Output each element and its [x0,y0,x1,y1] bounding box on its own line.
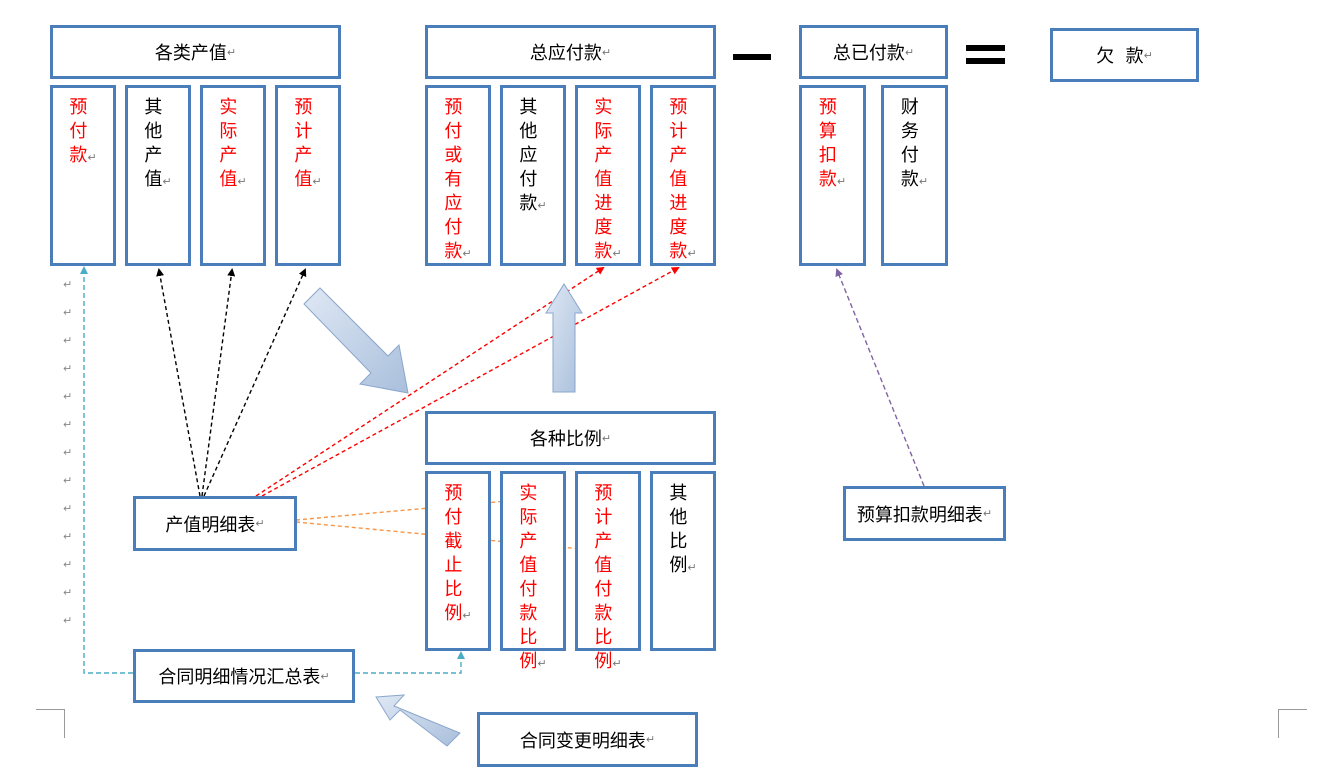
ratio-column-estimated-payment: 预计产值付款比例↵ [575,471,641,672]
payable-column-actual-progress: 实际产值进度款↵ [575,85,641,266]
debt-box: 欠 款↵ [1050,28,1199,82]
paragraph-mark: ↵ [63,558,73,571]
ratio-column-actual-payment: 实际产值付款比例↵ [500,471,566,672]
output-column-estimated: 预计产值↵ [275,85,341,266]
output-values-header: 各类产值↵ [50,25,341,79]
paragraph-mark: ↵ [63,614,73,627]
output-values-header-label: 各类产值 [154,43,227,64]
output-detail-label: 产值明细表 [165,514,256,536]
paragraph-mark: ↵ [63,390,73,403]
output-column-actual: 实际产值↵ [200,85,266,266]
arrow-output-detail-to-estimated-progress [261,267,680,497]
ratios-header-label: 各种比例 [529,429,602,450]
minus-operator [733,54,771,60]
ratio-column-estimated-payment-label: 预计产值付款比例 [594,483,613,672]
page-corner-mark-left [36,709,65,738]
output-column-other-label: 其他产值 [144,97,163,190]
total-paid-header: 总已付款↵ [799,25,948,79]
paragraph-mark: ↵ [63,334,73,347]
paragraph-mark: ↵ [63,306,73,319]
ratios-header: 各种比例↵ [425,411,716,465]
output-column-actual-label: 实际产值 [219,97,238,190]
ratio-column-other-label: 其他比例 [669,483,688,576]
output-column-other: 其他产值↵ [125,85,191,266]
arrow-contract-summary-to-prepay-ratio [355,651,465,674]
contract-change-detail-box: 合同变更明细表↵ [477,712,698,767]
paragraph-mark: ↵ [63,502,73,515]
paragraph-mark: ↵ [63,474,73,487]
output-column-prepayment: 预付款↵ [50,85,116,266]
budget-deduction-detail-box: 预算扣款明细表↵ [843,486,1006,541]
paragraph-mark: ↵ [63,418,73,431]
paragraph-mark: ↵ [63,530,73,543]
paid-column-finance-payment: 财务付款↵ [881,85,948,266]
block-arrow-output-to-payable [303,287,409,394]
payable-column-prepay-contingent: 预付或有应付款↵ [425,85,491,266]
contract-summary-label: 合同明细情况汇总表 [158,667,321,688]
contract-change-detail-label: 合同变更明细表 [519,730,646,752]
debt-label: 欠 款 [1096,46,1144,67]
payable-column-estimated-progress: 预计产值进度款↵ [650,85,716,266]
output-column-prepayment-label: 预付款 [69,97,88,166]
payable-column-other-label: 其他应付款 [519,97,538,214]
page-corner-mark-right [1278,709,1307,738]
budget-deduction-detail-label: 预算扣款明细表 [856,504,983,526]
equals-operator-top [966,45,1005,51]
total-paid-header-label: 总已付款 [832,43,905,64]
payable-column-actual-progress-label: 实际产值进度款 [594,97,613,262]
paid-column-finance-payment-label: 财务付款 [900,97,919,190]
total-payable-header: 总应付款↵ [425,25,716,79]
arrow-output-detail-to-other-output [156,268,201,497]
payable-column-prepay-contingent-label: 预付或有应付款 [444,97,463,262]
paid-column-budget-deduction: 预算扣款↵ [799,85,866,266]
paragraph-mark: ↵ [63,362,73,375]
block-arrow-change-to-summary [375,694,461,747]
output-detail-box: 产值明细表↵ [133,496,297,551]
paragraph-mark: ↵ [63,586,73,599]
ratio-column-other: 其他比例↵ [650,471,716,651]
paragraph-mark: ↵ [63,278,73,291]
arrow-output-detail-to-estimated-output [203,268,307,497]
payable-column-other: 其他应付款↵ [500,85,566,266]
arrow-output-detail-to-actual-output [201,268,236,497]
contract-summary-box: 合同明细情况汇总表↵ [133,649,355,703]
equals-operator-bottom [966,58,1005,64]
arrow-output-detail-to-actual-progress [255,266,605,497]
ratio-column-prepay-cutoff-label: 预付截止比例 [444,483,463,624]
arrow-contract-summary-to-prepayment [80,266,133,674]
total-payable-header-label: 总应付款 [529,43,602,64]
ratio-column-prepay-cutoff: 预付截止比例↵ [425,471,491,651]
block-arrow-ratios-to-payable [545,283,583,393]
arrow-budget-detail-to-budget-deduction [835,268,925,487]
payable-column-estimated-progress-label: 预计产值进度款 [669,97,688,262]
paragraph-mark: ↵ [63,446,73,459]
paid-column-budget-deduction-label: 预算扣款 [818,97,837,190]
output-column-estimated-label: 预计产值 [294,97,313,190]
ratio-column-actual-payment-label: 实际产值付款比例 [519,483,538,672]
